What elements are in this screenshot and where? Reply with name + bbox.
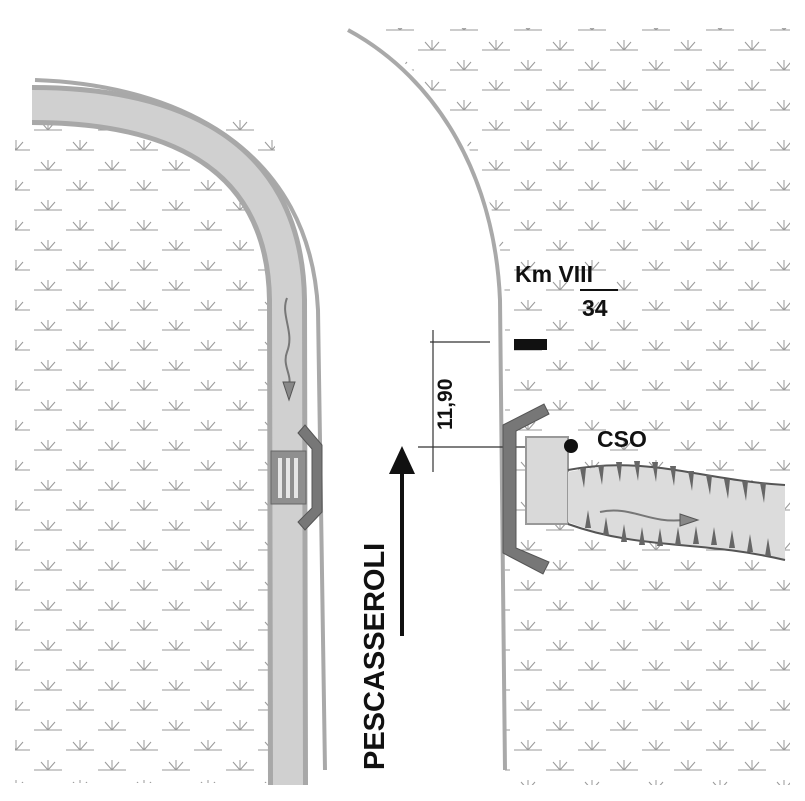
right-discharge-ditch bbox=[567, 461, 786, 561]
grate-icon bbox=[270, 450, 307, 505]
distance-label: 11,90 bbox=[434, 379, 457, 430]
flow-arrow-icon bbox=[599, 509, 700, 527]
right-ground-area bbox=[355, 28, 790, 785]
km-post-marker bbox=[514, 339, 547, 350]
km-marker-label: Km VIII bbox=[515, 261, 593, 287]
right-culvert bbox=[502, 403, 569, 575]
left-ground-area bbox=[15, 118, 275, 783]
left-drainage-channel bbox=[31, 85, 308, 786]
left-culvert-headwall bbox=[297, 424, 323, 531]
direction-label: PESCASSEROLI bbox=[359, 543, 391, 770]
km-marker-value: 34 bbox=[582, 295, 608, 321]
cso-label: CSO bbox=[597, 426, 647, 452]
flow-arrow-icon bbox=[282, 297, 296, 402]
direction-arrow-icon bbox=[389, 446, 415, 636]
road-edge-right bbox=[347, 28, 507, 771]
cso-outlet-point bbox=[564, 439, 578, 453]
